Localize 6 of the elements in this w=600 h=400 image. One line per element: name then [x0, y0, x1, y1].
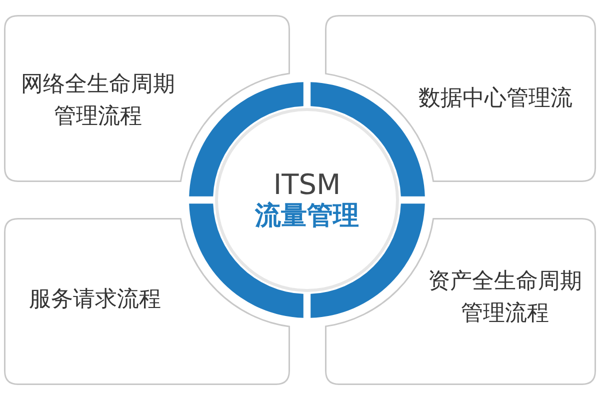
- card-label: 资产全生命周期管理流程: [427, 268, 583, 328]
- center-title: ITSM: [273, 168, 341, 202]
- card-label: 服务请求流程: [28, 286, 162, 314]
- card-label: 网络全生命周期管理流程: [20, 71, 176, 131]
- center-subtitle: 流量管理: [255, 201, 359, 232]
- card-label: 数据中心管理流: [418, 85, 574, 113]
